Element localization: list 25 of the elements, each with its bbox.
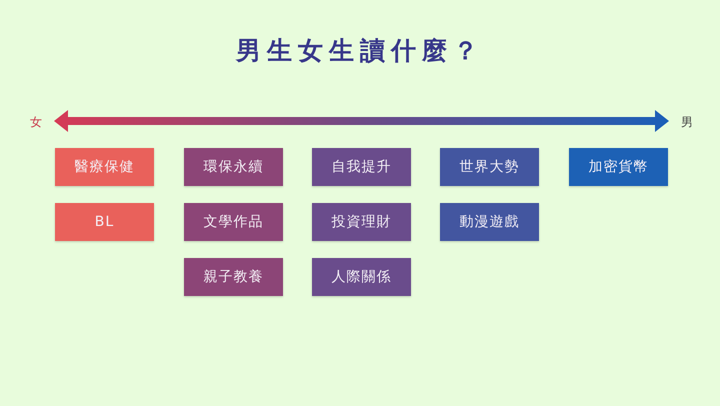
axis-label: 男: [681, 115, 693, 129]
category-box: [569, 148, 668, 186]
category-label: 加密貨幣: [588, 158, 648, 176]
category-box: [440, 148, 539, 186]
category-label: 環保永續: [204, 158, 264, 176]
category-box: [184, 203, 283, 241]
category-box: [184, 258, 283, 296]
axis-label: 女: [30, 115, 42, 129]
category-box: [312, 148, 411, 186]
category-label: 動漫遊戲: [460, 213, 520, 231]
category-box: [55, 148, 154, 186]
category-label: 親子教養: [204, 268, 264, 286]
category-box: [312, 258, 411, 296]
category-box: [312, 203, 411, 241]
title: 男生女生讀什麼？: [234, 35, 485, 67]
category-label: BL: [94, 213, 114, 231]
category-box: [184, 148, 283, 186]
category-label: 自我提升: [332, 158, 392, 176]
category-box: [440, 203, 539, 241]
category-label: 投資理財: [332, 213, 392, 231]
category-label: 醫療保健: [74, 158, 134, 176]
category-label: 人際關係: [332, 268, 392, 286]
category-box: [55, 203, 154, 241]
category-label: 世界大勢: [460, 158, 520, 176]
category-label: 文學作品: [204, 213, 264, 231]
